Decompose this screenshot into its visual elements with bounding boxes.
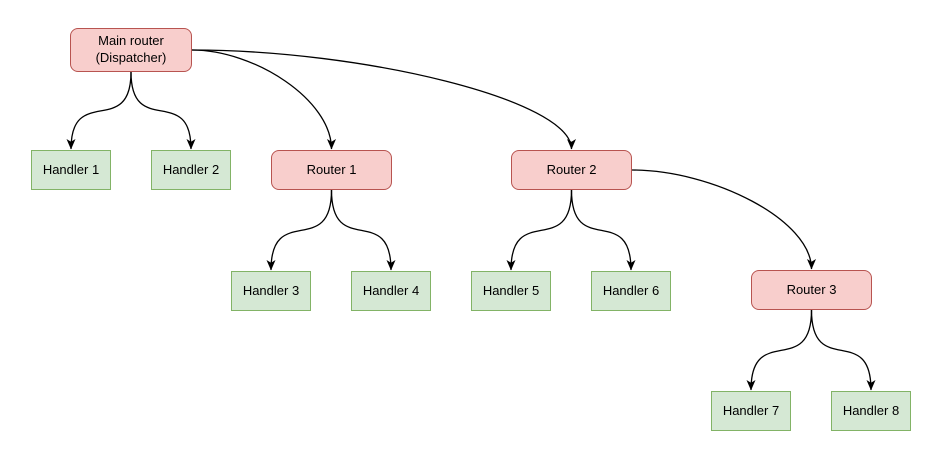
node-handler-1: Handler 1 bbox=[31, 150, 111, 190]
node-handler-4: Handler 4 bbox=[351, 271, 431, 311]
edge-router-1-to-handler-4 bbox=[330, 189, 396, 271]
node-handler-5: Handler 5 bbox=[471, 271, 551, 311]
node-label-handler-6: Handler 6 bbox=[602, 282, 660, 298]
edge-main-router-to-router-2 bbox=[191, 49, 576, 150]
edge-main-router-to-router-1 bbox=[191, 49, 336, 150]
node-label-handler-4: Handler 4 bbox=[362, 282, 420, 298]
edge-main-router-to-handler-2 bbox=[130, 71, 196, 150]
edge-router-3-to-handler-8 bbox=[810, 309, 876, 391]
node-label-router-1: Router 1 bbox=[306, 161, 357, 177]
node-handler-3: Handler 3 bbox=[231, 271, 311, 311]
edge-router-3-to-handler-7 bbox=[746, 309, 813, 391]
node-handler-8: Handler 8 bbox=[831, 391, 911, 431]
node-router-3: Router 3 bbox=[751, 270, 872, 310]
node-label-handler-1: Handler 1 bbox=[42, 161, 100, 177]
node-label-router-2: Router 2 bbox=[546, 161, 597, 177]
node-handler-7: Handler 7 bbox=[711, 391, 791, 431]
edge-router-2-to-router-3 bbox=[631, 169, 816, 270]
edge-router-2-to-handler-5 bbox=[506, 189, 573, 271]
node-label-handler-8: Handler 8 bbox=[842, 402, 900, 418]
edge-router-2-to-handler-6 bbox=[570, 189, 636, 271]
node-router-1: Router 1 bbox=[271, 150, 392, 190]
node-handler-2: Handler 2 bbox=[151, 150, 231, 190]
node-label-main-router: Main router (Dispatcher) bbox=[95, 33, 167, 65]
node-label-handler-2: Handler 2 bbox=[162, 161, 220, 177]
node-router-2: Router 2 bbox=[511, 150, 632, 190]
node-label-handler-5: Handler 5 bbox=[482, 282, 540, 298]
node-handler-6: Handler 6 bbox=[591, 271, 671, 311]
node-label-handler-3: Handler 3 bbox=[242, 282, 300, 298]
edge-router-1-to-handler-3 bbox=[266, 189, 333, 271]
node-label-router-3: Router 3 bbox=[786, 281, 837, 297]
node-main-router: Main router (Dispatcher) bbox=[70, 28, 192, 72]
edge-main-router-to-handler-1 bbox=[66, 71, 132, 150]
node-label-handler-7: Handler 7 bbox=[722, 402, 780, 418]
